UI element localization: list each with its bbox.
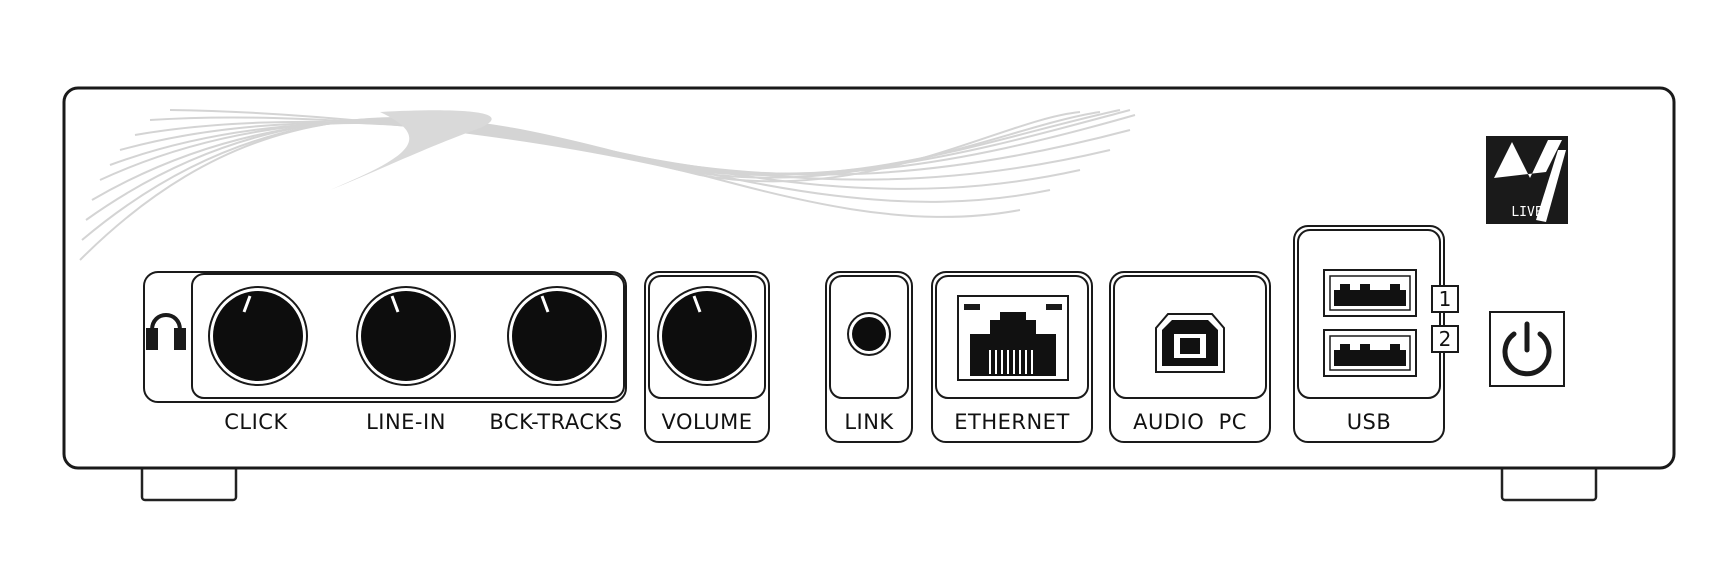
right-foot (1500, 464, 1598, 502)
label-ethernet: ETHERNET (954, 410, 1070, 434)
link-jack[interactable] (847, 312, 891, 356)
volume-frame-inner (648, 275, 766, 399)
headphone-group-frame (143, 271, 627, 403)
knob-volume[interactable] (657, 286, 757, 386)
usb-frame-inner (1297, 229, 1441, 399)
usb-port-1-number: 1 (1439, 287, 1452, 311)
label-click: CLICK (224, 410, 288, 434)
link-frame-outer (825, 271, 913, 443)
decorative-waves (79, 109, 1136, 261)
headphones-icon (146, 313, 186, 350)
decorative-swoosh-band (330, 110, 492, 190)
link-frame-inner (829, 275, 909, 399)
headphone-knobs-frame (191, 273, 625, 399)
left-foot (140, 464, 238, 502)
label-link: LINK (844, 410, 894, 434)
label-bck-tracks: BCK-TRACKS (489, 410, 622, 434)
chassis (62, 86, 1676, 470)
usb-port-2-badge (1431, 325, 1459, 353)
usb-port-2-number: 2 (1439, 327, 1452, 351)
label-volume: VOLUME (662, 410, 753, 434)
knob-line-in[interactable] (356, 286, 456, 386)
ethernet-frame-outer (931, 271, 1093, 443)
audio-pc-frame-inner (1113, 275, 1267, 399)
knob-bck-tracks[interactable] (507, 286, 607, 386)
knob-click[interactable] (208, 286, 308, 386)
usb-port-2[interactable] (1323, 329, 1417, 377)
ethernet-port[interactable] (957, 295, 1069, 381)
ethernet-frame-inner (935, 275, 1089, 399)
power-icon (1502, 321, 1552, 377)
volume-frame-outer (644, 271, 770, 443)
label-audio-pc: AUDIO PC (1133, 410, 1247, 434)
brand-logo: LIVE (1486, 136, 1568, 224)
audio-pc-frame-outer (1109, 271, 1271, 443)
usb-port-1-badge (1431, 285, 1459, 313)
power-button[interactable] (1489, 311, 1565, 387)
audio-pc-usb-b-port[interactable] (1155, 313, 1225, 373)
brand-logo-text: LIVE (1511, 205, 1542, 220)
label-usb: USB (1347, 410, 1392, 434)
label-line-in: LINE-IN (366, 410, 446, 434)
usb-port-1[interactable] (1323, 269, 1417, 317)
